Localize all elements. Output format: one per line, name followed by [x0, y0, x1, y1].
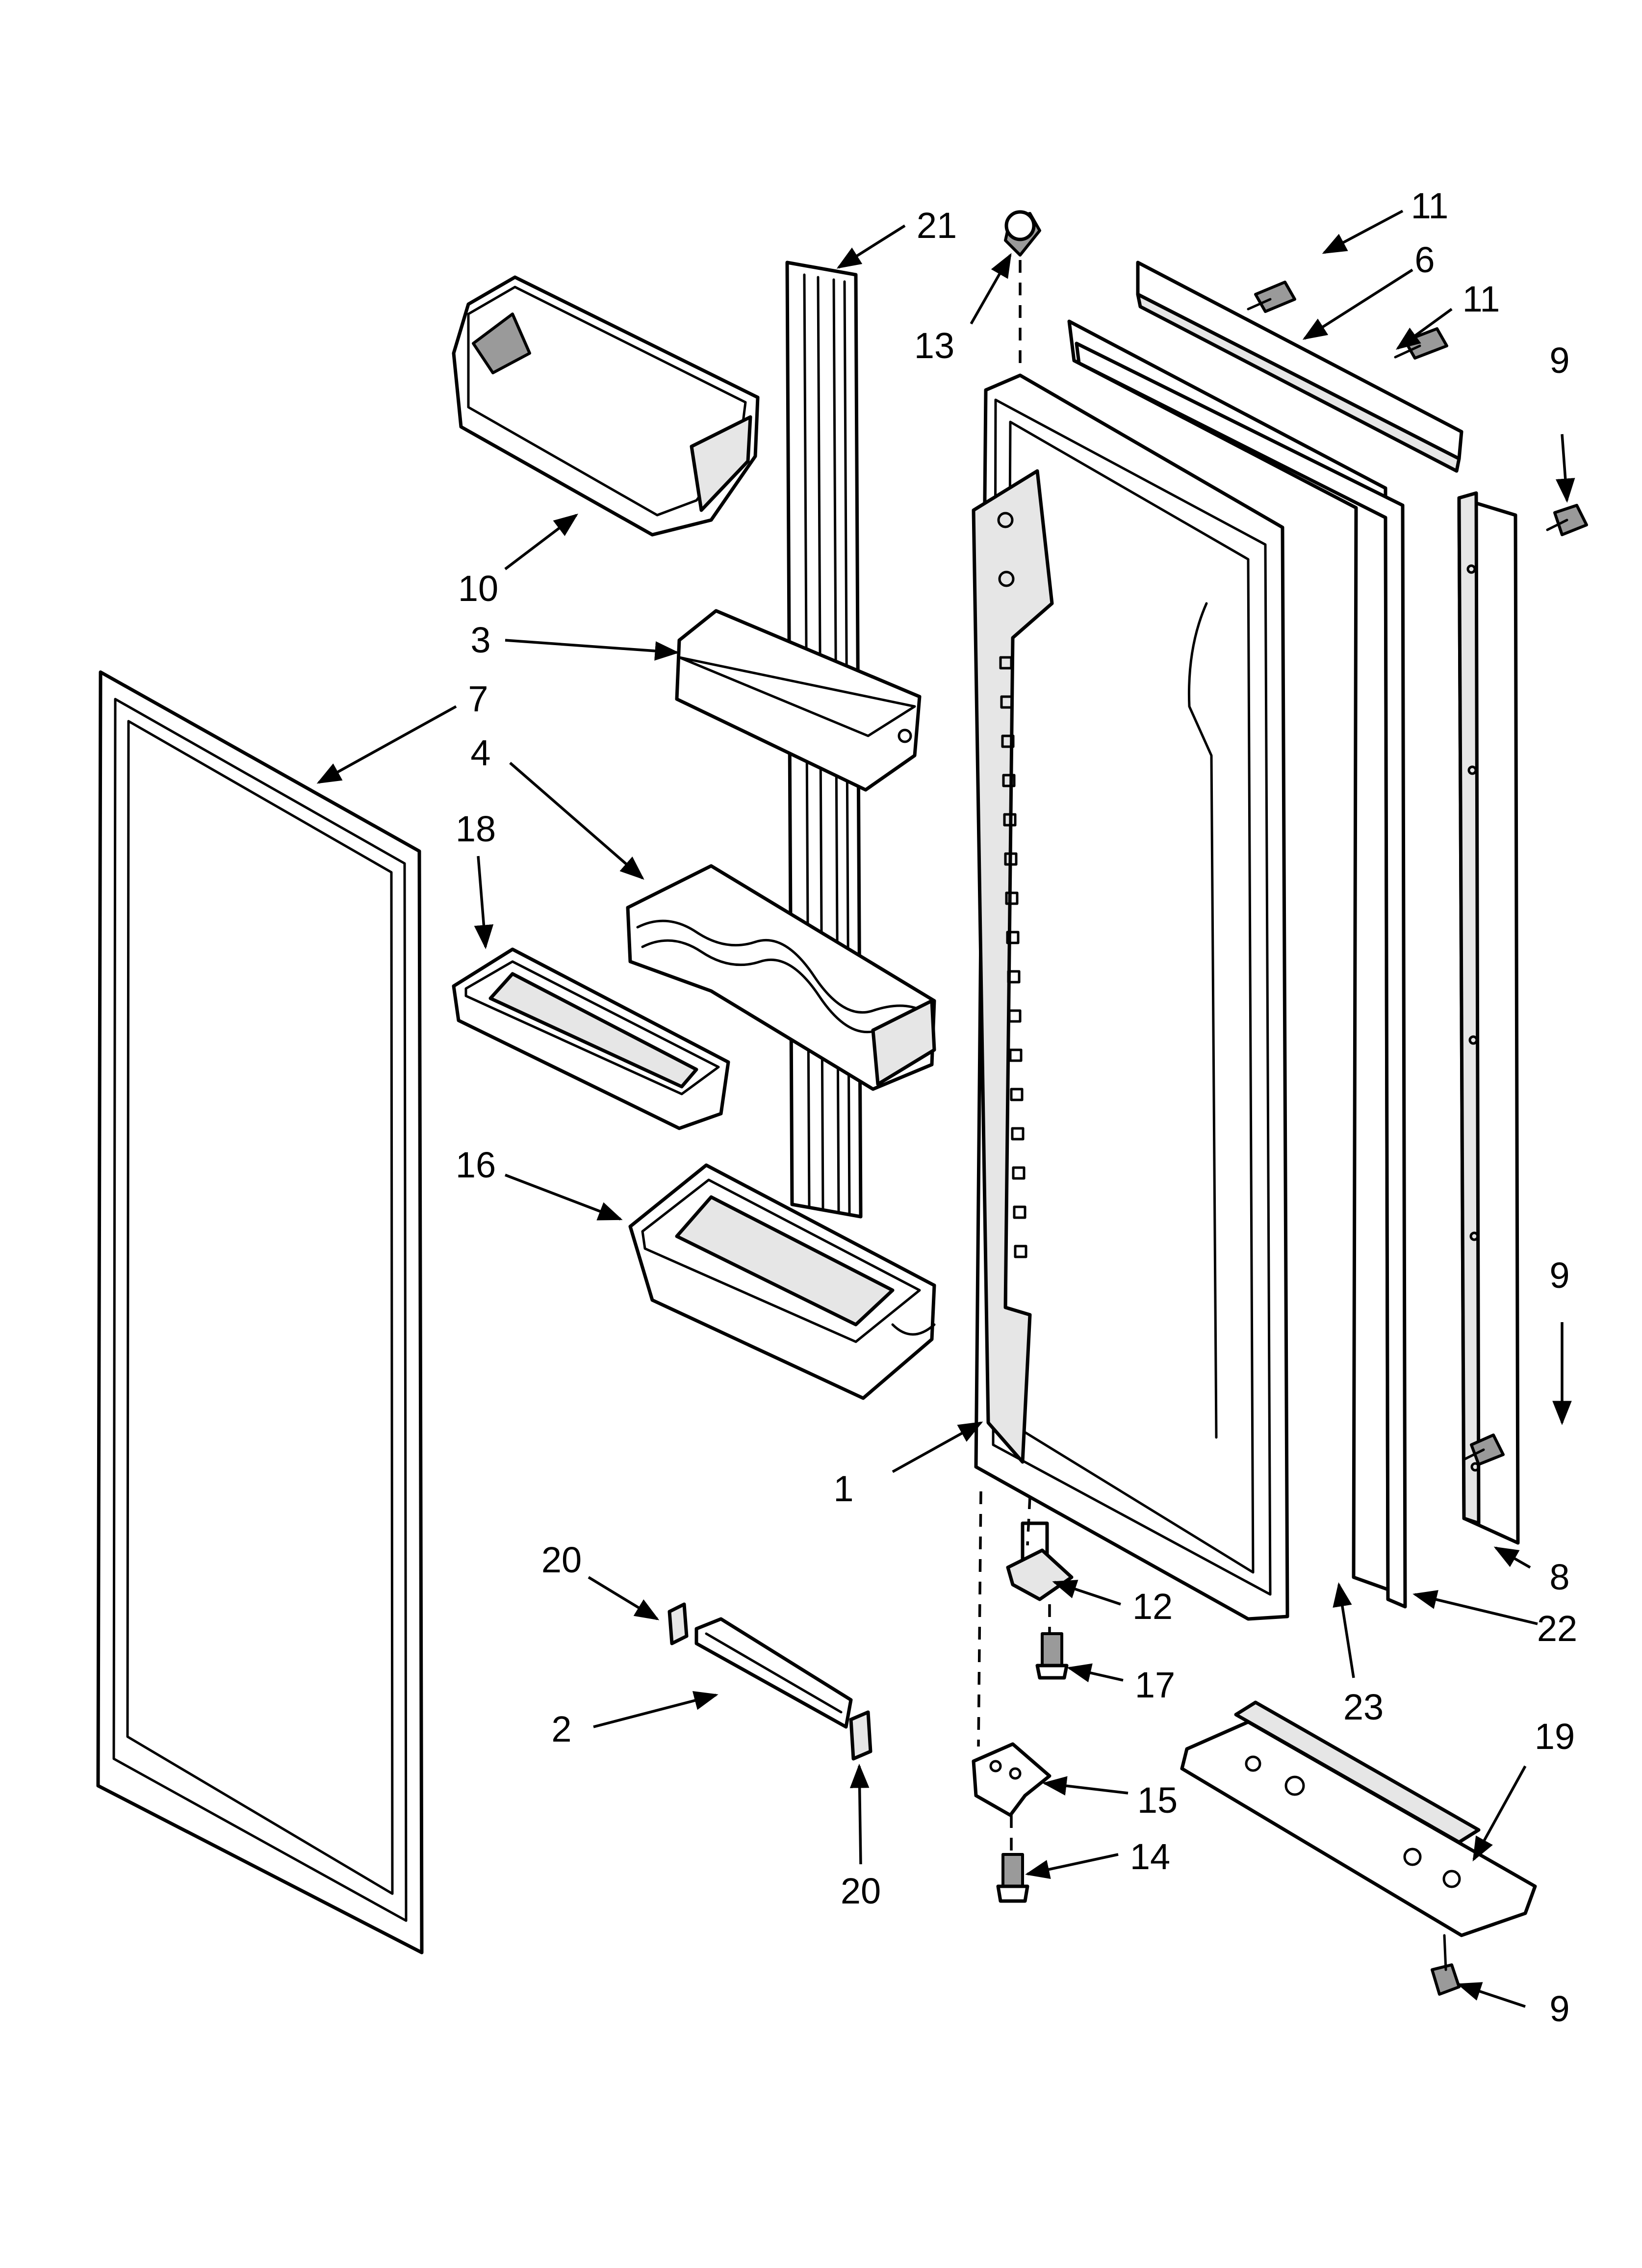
callout-10: 10 — [458, 568, 498, 609]
callout-20-right: 20 — [841, 1871, 881, 1911]
bottom-trim-rail-part — [694, 1617, 853, 1729]
callout-18: 18 — [456, 808, 496, 849]
door-gasket-part — [96, 670, 424, 1955]
callout-7: 7 — [468, 678, 488, 719]
end-cap-left-part — [667, 1602, 689, 1645]
callout-2: 2 — [551, 1709, 571, 1749]
screw-9-top — [1546, 504, 1588, 536]
callout-21: 21 — [917, 205, 957, 246]
large-door-bin-part — [628, 1163, 936, 1400]
callout-16: 16 — [456, 1145, 496, 1185]
inner-seal-part — [1067, 319, 1390, 1591]
callout-8: 8 — [1549, 1557, 1569, 1597]
callout-3: 3 — [470, 620, 490, 660]
callout-19: 19 — [1535, 1716, 1575, 1757]
callout-11-lower: 11 — [1462, 279, 1500, 319]
hinge-plate-part — [1180, 1700, 1537, 1937]
callout-1: 1 — [833, 1468, 853, 1509]
callout-14: 14 — [1130, 1836, 1170, 1877]
callout-9-top: 9 — [1549, 340, 1569, 381]
callout-23: 23 — [1343, 1687, 1384, 1727]
callout-9-middle: 9 — [1549, 1255, 1569, 1296]
small-door-bin-part — [452, 947, 730, 1130]
callout-4: 4 — [470, 732, 490, 773]
screw-14 — [996, 1853, 1029, 1903]
door-liner-part — [972, 373, 1289, 1621]
screw-9-middle — [1462, 1434, 1505, 1466]
lower-hinge-part — [972, 1742, 1052, 1817]
dairy-compartment-part — [452, 275, 760, 537]
shelf-rail-slots — [999, 656, 1027, 1258]
end-cap-right-part — [849, 1710, 872, 1761]
outer-seal-part — [1075, 341, 1407, 1609]
callout-17: 17 — [1135, 1665, 1175, 1705]
callout-11-upper: 11 — [1411, 185, 1449, 226]
callout-9-bottom: 9 — [1549, 1988, 1569, 2029]
dairy-door-part — [675, 609, 922, 792]
screw-17 — [1035, 1632, 1069, 1680]
side-trim-part — [1457, 491, 1520, 1545]
bottle-holder-part — [626, 864, 936, 1091]
screw-11-upper — [1247, 281, 1296, 313]
callout-12: 12 — [1132, 1586, 1173, 1627]
callout-13: 13 — [914, 325, 954, 366]
callout-20-left: 20 — [541, 1539, 582, 1580]
door-stop-plug-part — [1004, 210, 1041, 257]
callout-15: 15 — [1137, 1780, 1178, 1821]
callout-22: 22 — [1537, 1608, 1577, 1649]
hinge-pin-bracket-part — [1006, 1521, 1074, 1601]
top-trim-part — [1136, 261, 1463, 473]
screw-9-bottom — [1431, 1934, 1461, 1996]
callout-6: 6 — [1414, 239, 1435, 280]
